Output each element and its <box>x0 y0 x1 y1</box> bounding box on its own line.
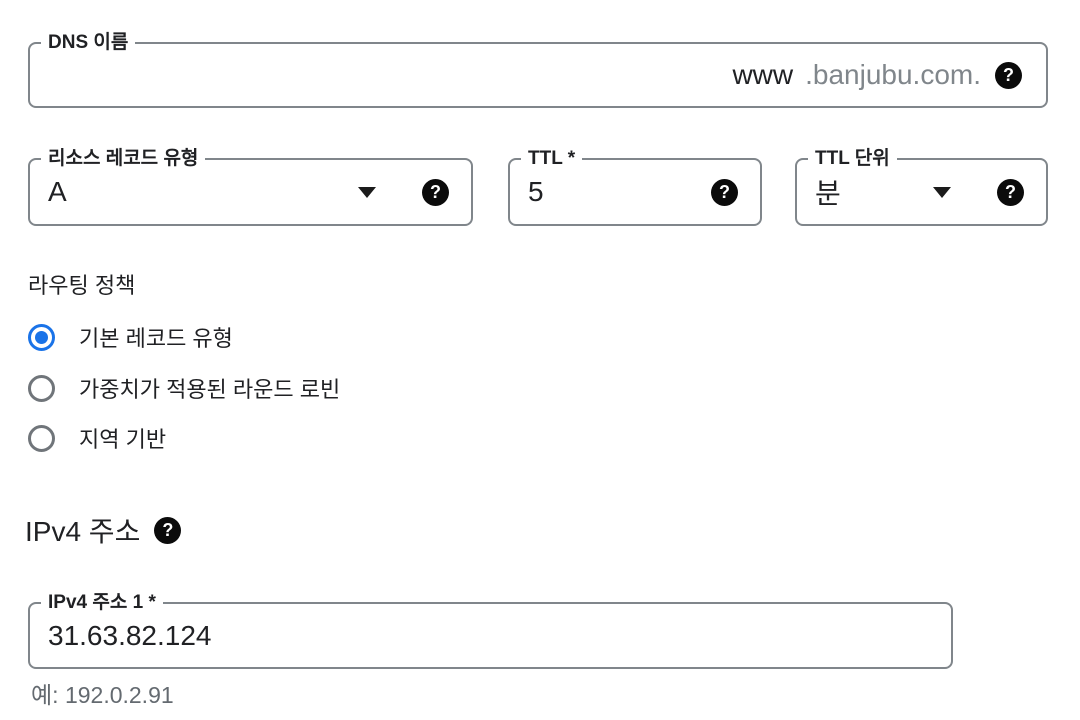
dropdown-arrow-icon[interactable] <box>358 186 376 198</box>
record-type-help-icon[interactable]: ? <box>422 178 449 206</box>
radio-unselected-icon[interactable] <box>28 424 55 452</box>
ttl-input[interactable]: 5 <box>528 176 544 207</box>
radio-selected-icon[interactable] <box>28 323 55 351</box>
radio-option-weighted-round-robin[interactable]: 가중치가 적용된 라운드 로빈 <box>28 374 340 402</box>
ttl-unit-help-icon[interactable]: ? <box>997 178 1024 206</box>
ttl-unit-select[interactable]: TTL 단위 분 ? <box>795 146 1048 226</box>
dropdown-arrow-icon[interactable] <box>933 186 951 198</box>
ipv4-section-heading: IPv4 주소 ? <box>25 510 182 550</box>
radio-option-label[interactable]: 기본 레코드 유형 <box>79 326 233 351</box>
record-type-value[interactable]: A <box>48 176 67 207</box>
ipv4-address-label: IPv4 주소 1 * <box>41 590 163 615</box>
radio-unselected-icon[interactable] <box>28 374 55 402</box>
ttl-label: TTL * <box>521 146 583 171</box>
radio-option-default-record-type[interactable]: 기본 레코드 유형 <box>28 323 233 351</box>
record-type-label: 리소스 레코드 유형 <box>41 146 206 171</box>
radio-option-label[interactable]: 지역 기반 <box>79 427 167 452</box>
ipv4-help-icon[interactable]: ? <box>154 516 182 544</box>
ttl-unit-label: TTL 단위 <box>808 146 897 171</box>
ipv4-address-field[interactable]: IPv4 주소 1 * 31.63.82.124 <box>28 590 953 669</box>
dns-name-input[interactable]: www <box>732 59 794 90</box>
dns-name-label: DNS 이름 <box>41 30 136 55</box>
ttl-unit-value[interactable]: 분 <box>815 178 841 209</box>
radio-option-label[interactable]: 가중치가 적용된 라운드 로빈 <box>79 377 341 402</box>
ttl-help-icon[interactable]: ? <box>711 178 738 206</box>
dns-name-suffix: .banjubu.com. <box>805 59 981 90</box>
record-type-select[interactable]: 리소스 레코드 유형 A ? <box>28 146 473 226</box>
dns-name-help-icon[interactable]: ? <box>995 61 1022 89</box>
ipv4-heading-text: IPv4 주소 <box>25 516 141 547</box>
ipv4-address-input[interactable]: 31.63.82.124 <box>48 619 212 651</box>
dns-name-field[interactable]: DNS 이름 www .banjubu.com. ? <box>28 30 1048 108</box>
radio-option-geo-based[interactable]: 지역 기반 <box>28 424 166 452</box>
ipv4-helper-text: 예: 192.0.2.91 <box>31 682 174 708</box>
ttl-input-field[interactable]: TTL * 5 ? <box>508 146 762 226</box>
routing-policy-label: 라우팅 정책 <box>28 273 136 298</box>
